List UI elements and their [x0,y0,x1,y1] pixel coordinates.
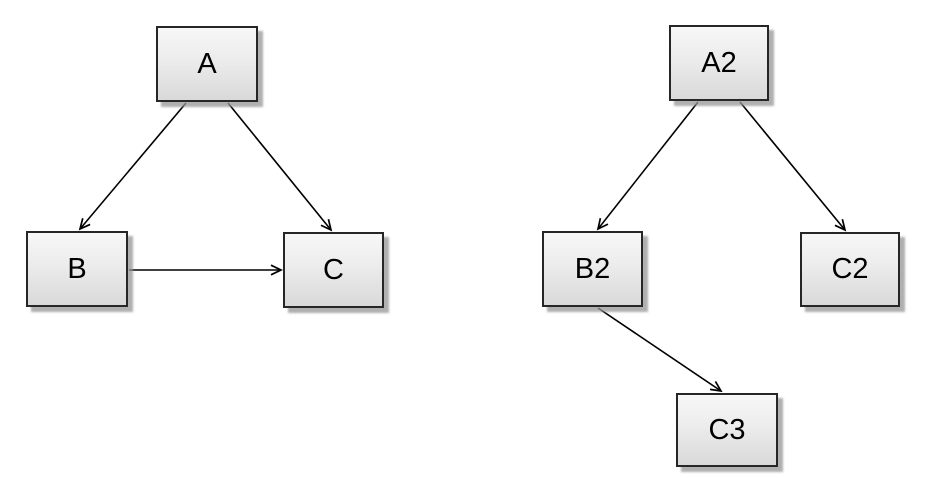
node-a[interactable]: A [156,26,258,102]
node-a-label: A [197,47,217,80]
node-c3[interactable]: C3 [676,393,778,467]
node-c2-label: C2 [831,253,869,285]
edge-A2-B2 [596,101,699,231]
node-a2-label: A2 [701,46,737,79]
node-c2[interactable]: C2 [800,232,900,307]
edge-A-B [78,102,187,231]
node-a2[interactable]: A2 [669,25,769,101]
node-b[interactable]: B [26,231,128,307]
edge-A2-C2 [739,101,847,232]
node-c[interactable]: C [283,232,384,308]
node-c3-label: C3 [708,413,746,446]
node-b2-label: B2 [574,252,611,285]
edge-B2-C3 [597,307,723,393]
edge-A-C [227,102,333,232]
node-c-label: C [323,253,344,286]
node-b-label: B [67,252,87,285]
node-b2[interactable]: B2 [542,231,643,307]
